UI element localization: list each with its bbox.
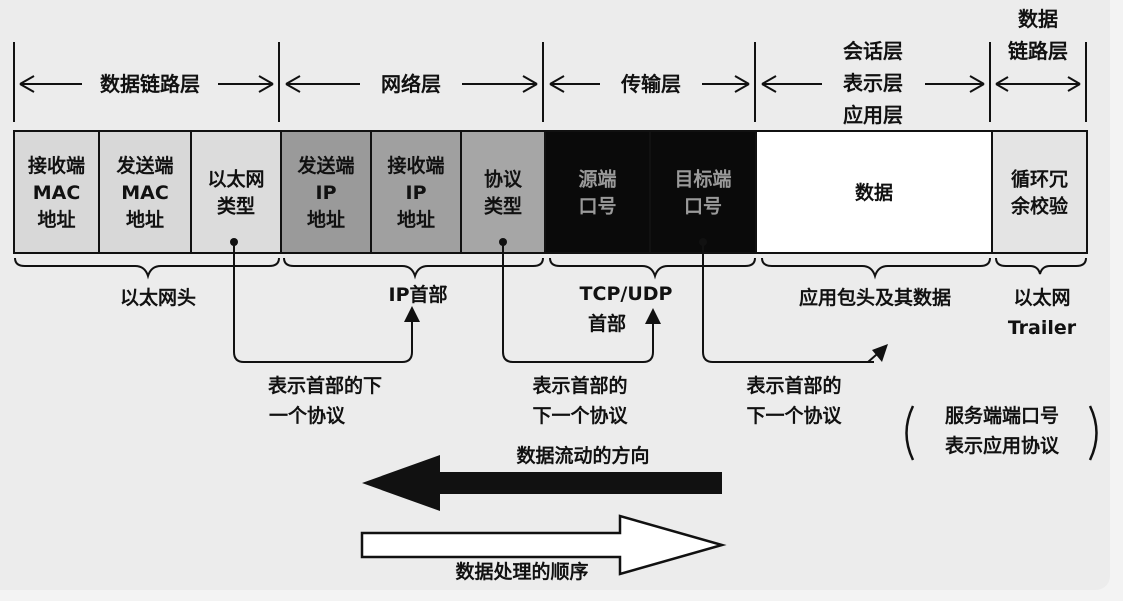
field-7: 目标端口号 <box>650 131 756 253</box>
note-2-line-2: 下一个协议 <box>532 404 628 427</box>
group-label-trailer-1: 以太网 <box>1013 286 1070 309</box>
field-box-7 <box>650 131 756 253</box>
field-0-line-0: 接收端 <box>28 154 85 177</box>
brace-ethernet-header <box>15 258 279 276</box>
field-1: 发送端 MAC 地址 <box>99 131 191 253</box>
brace-ip-header <box>284 258 543 276</box>
layer-label-application-3: 应用层 <box>843 103 903 127</box>
field-9-line-0: 循环冗 <box>1011 168 1068 191</box>
field-0-line-2: 地址 <box>37 208 75 231</box>
brace-ethernet-trailer <box>996 258 1086 274</box>
brace-tcp-udp-header <box>550 258 755 276</box>
field-8: 数据 <box>756 131 992 253</box>
group-label-tcp-udp-2: 首部 <box>588 312 626 335</box>
flow-arrows: 数据流动的方向 数据处理的顺序 <box>362 444 722 583</box>
field-6-line-1: 口号 <box>578 196 616 218</box>
group-label-application-data: 应用包头及其数据 <box>799 286 951 309</box>
field-7-line-1: 口号 <box>684 196 722 218</box>
layer-bracket-network: 网络层 <box>286 42 543 122</box>
notes: 表示首部的下 一个协议 表示首部的 下一个协议 表示首部的 下一个协议 服务端端… <box>268 374 1097 460</box>
note-4-line-2: 表示应用协议 <box>945 434 1060 457</box>
layer-label-trailer-2: 链路层 <box>1008 39 1068 63</box>
field-4-line-0: 接收端 <box>387 154 444 177</box>
processing-order-label: 数据处理的顺序 <box>455 560 588 583</box>
layer-label-trailer-1: 数据 <box>1018 7 1058 31</box>
flow-direction-label: 数据流动的方向 <box>516 444 649 467</box>
layer-bracket-datalink: 数据链路层 <box>14 42 279 122</box>
note-2-line-1: 表示首部的 <box>532 374 627 397</box>
layer-label-application-1: 会话层 <box>843 39 903 63</box>
field-1-line-1: MAC <box>121 182 169 204</box>
field-6-line-0: 源端 <box>578 168 616 191</box>
field-box-2 <box>191 131 281 253</box>
note-1-line-1: 表示首部的下 <box>268 374 382 397</box>
layer-label-transport: 传输层 <box>620 72 681 96</box>
note-3-line-1: 表示首部的 <box>746 374 841 397</box>
field-5-line-0: 协议 <box>484 168 523 191</box>
field-2-line-0: 以太网 <box>207 168 264 191</box>
field-1-line-2: 地址 <box>126 208 164 231</box>
field-4: 接收端 IP 地址 <box>371 131 461 253</box>
diagram-stage: 数据链路层 网络层 传输层 会话层 表示层 应用层 <box>0 0 1110 590</box>
field-3-line-1: IP <box>316 182 337 204</box>
field-3-line-2: 地址 <box>307 208 345 231</box>
field-2-line-1: 类型 <box>217 195 255 218</box>
group-label-trailer-2: Trailer <box>1008 317 1077 339</box>
layer-bracket-transport: 传输层 <box>550 42 755 122</box>
layer-label-application-2: 表示层 <box>843 71 903 95</box>
field-box-9 <box>992 131 1087 253</box>
field-8-line-0: 数据 <box>855 181 893 204</box>
field-3: 发送端 IP 地址 <box>281 131 371 253</box>
layer-brackets: 数据链路层 网络层 传输层 会话层 表示层 应用层 <box>14 7 1086 127</box>
next-protocol-pointers <box>230 238 888 362</box>
layer-label-network: 网络层 <box>381 72 441 96</box>
note-1-line-2: 一个协议 <box>269 404 346 427</box>
protocol-header-diagram: 数据链路层 网络层 传输层 会话层 表示层 应用层 <box>0 0 1110 590</box>
field-box-5 <box>461 131 545 253</box>
field-1-line-0: 发送端 <box>115 154 173 177</box>
field-0: 接收端 MAC 地址 <box>14 131 99 253</box>
brace-application-data <box>762 258 990 276</box>
layer-bracket-application: 会话层 表示层 应用层 <box>762 39 990 127</box>
group-label-ethernet-header: 以太网头 <box>120 286 196 309</box>
group-label-tcp-udp-1: TCP/UDP <box>580 283 673 305</box>
field-6: 源端口号 <box>545 131 650 253</box>
field-5-line-1: 类型 <box>484 195 522 218</box>
layer-label-datalink: 数据链路层 <box>100 72 200 96</box>
group-label-ip-header: IP首部 <box>389 283 448 306</box>
field-5: 协议类型 <box>461 131 545 253</box>
field-9-line-1: 余校验 <box>1010 195 1069 218</box>
header-fields-row: 接收端MAC地址发送端MAC地址以太网类型发送端IP地址接收端IP地址协议类型源… <box>14 131 1087 253</box>
field-0-line-1: MAC <box>33 182 81 204</box>
field-3-line-0: 发送端 <box>296 154 354 177</box>
field-box-6 <box>545 131 650 253</box>
field-4-line-2: 地址 <box>397 208 435 231</box>
layer-bracket-datalink-trailer: 数据 链路层 <box>996 7 1086 122</box>
field-4-line-1: IP <box>406 182 427 204</box>
note-4-right-paren <box>1090 406 1097 460</box>
field-9: 循环冗余校验 <box>992 131 1087 253</box>
note-4-line-1: 服务端端口号 <box>945 404 1059 427</box>
field-2: 以太网类型 <box>191 131 281 253</box>
field-7-line-0: 目标端 <box>674 168 731 191</box>
note-4-left-paren <box>907 406 914 460</box>
group-braces: 以太网头 IP首部 TCP/UDP 首部 应用包头及其数据 以太网 Traile… <box>15 258 1086 339</box>
note-3-line-2: 下一个协议 <box>746 404 842 427</box>
